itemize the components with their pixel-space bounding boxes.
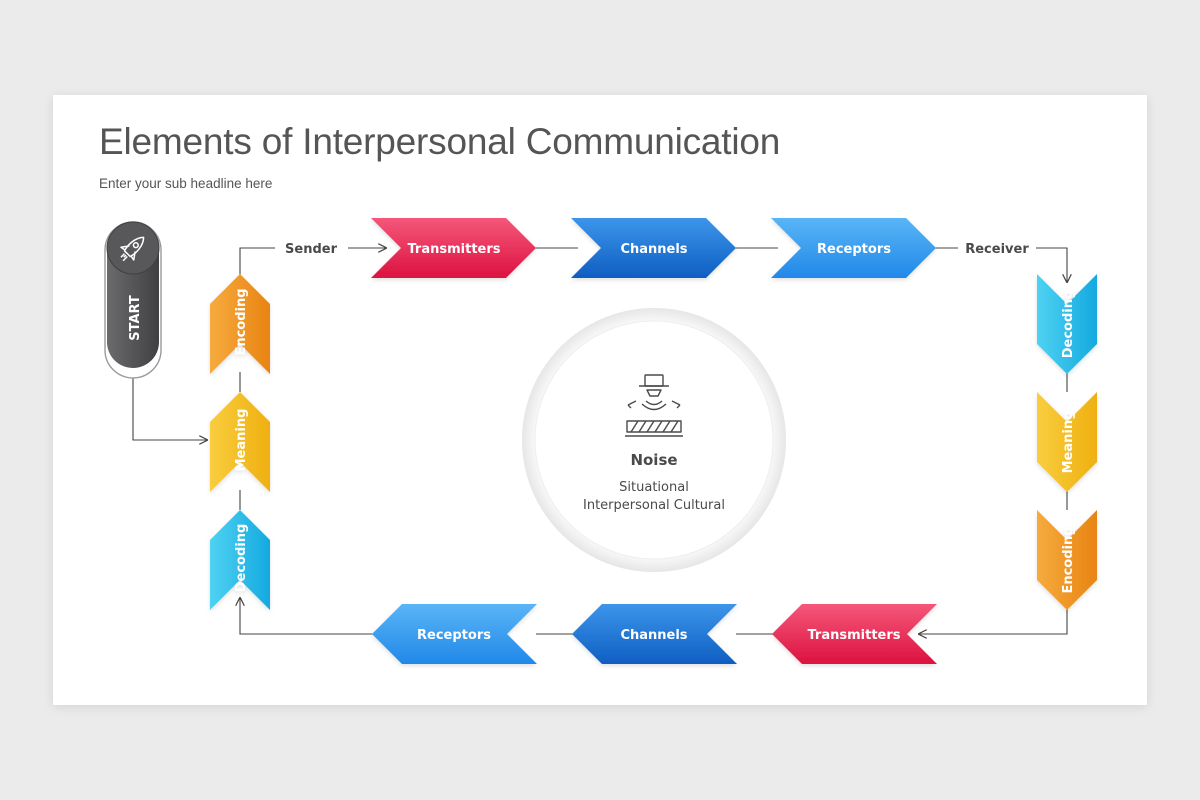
receiver-label: Receiver <box>965 242 1029 257</box>
start-label: START <box>128 295 143 341</box>
rocket-icon <box>120 236 145 262</box>
bottom-transmitters-shape <box>772 604 937 664</box>
slide: Elements of Interpersonal Communication … <box>53 95 1147 705</box>
right-decoding-label: Decoding <box>1061 290 1076 359</box>
top-receptors-label: Receptors <box>817 242 891 257</box>
right-encoding-label: Encoding <box>1061 526 1076 593</box>
left-meaning-shape <box>210 392 270 492</box>
connector-start-to-meaning <box>132 376 207 440</box>
connector-encoding-to-transmitters <box>919 604 1068 634</box>
top-channels-shape <box>571 218 736 278</box>
noise-title: Noise <box>630 451 677 469</box>
bottom-channels-shape <box>572 604 737 664</box>
right-meaning-shape <box>1037 392 1097 492</box>
communication-diagram: START Transmitters Channels Receptors Tr… <box>104 218 1097 664</box>
start-icon-circle <box>106 221 160 275</box>
top-transmitters-chevron[interactable]: Transmitters <box>371 218 536 278</box>
right-decoding-shape <box>1037 274 1097 374</box>
connector-receptors-to-decoding <box>240 598 375 635</box>
connector-encoding-to-sender <box>239 247 275 276</box>
left-encoding-chevron[interactable]: Encoding <box>210 274 270 374</box>
bottom-transmitters-label: Transmitters <box>807 628 900 643</box>
start-node[interactable]: START <box>104 221 162 379</box>
noise-line-2: Interpersonal Cultural <box>583 498 725 513</box>
top-transmitters-shape <box>371 218 536 278</box>
left-encoding-shape <box>210 274 270 374</box>
bottom-receptors-chevron[interactable]: Receptors <box>372 604 537 664</box>
bottom-channels-chevron[interactable]: Channels <box>572 604 737 664</box>
sender-label: Sender <box>285 242 338 257</box>
top-receptors-shape <box>771 218 936 278</box>
top-transmitters-label: Transmitters <box>407 242 500 257</box>
noise-circle-inner <box>534 320 774 560</box>
left-meaning-chevron[interactable]: Meaning <box>210 392 270 492</box>
noise-circle: Noise Situational Interpersonal Cultural <box>522 308 786 572</box>
left-decoding-shape <box>210 510 270 610</box>
radar-scanner-icon <box>625 374 683 437</box>
bottom-transmitters-chevron[interactable]: Transmitters <box>772 604 937 664</box>
bottom-receptors-label: Receptors <box>417 628 491 643</box>
connector-receiver-to-decoding <box>1036 247 1067 282</box>
top-channels-label: Channels <box>620 242 687 257</box>
page-title: Elements of Interpersonal Communication <box>99 121 781 162</box>
right-decoding-chevron[interactable]: Decoding <box>1037 274 1097 374</box>
right-encoding-chevron[interactable]: Encoding <box>1037 510 1097 610</box>
left-encoding-label: Encoding <box>234 288 249 355</box>
page-subtitle: Enter your sub headline here <box>99 176 273 191</box>
right-meaning-label: Meaning <box>1061 411 1076 474</box>
bottom-channels-label: Channels <box>620 628 687 643</box>
bottom-receptors-shape <box>372 604 537 664</box>
right-encoding-shape <box>1037 510 1097 610</box>
top-receptors-chevron[interactable]: Receptors <box>771 218 936 278</box>
left-meaning-label: Meaning <box>234 409 249 472</box>
right-meaning-chevron[interactable]: Meaning <box>1037 392 1097 492</box>
left-decoding-chevron[interactable]: Decoding <box>210 510 270 610</box>
top-channels-chevron[interactable]: Channels <box>571 218 736 278</box>
noise-line-1: Situational <box>619 480 689 495</box>
left-decoding-label: Decoding <box>234 524 249 593</box>
